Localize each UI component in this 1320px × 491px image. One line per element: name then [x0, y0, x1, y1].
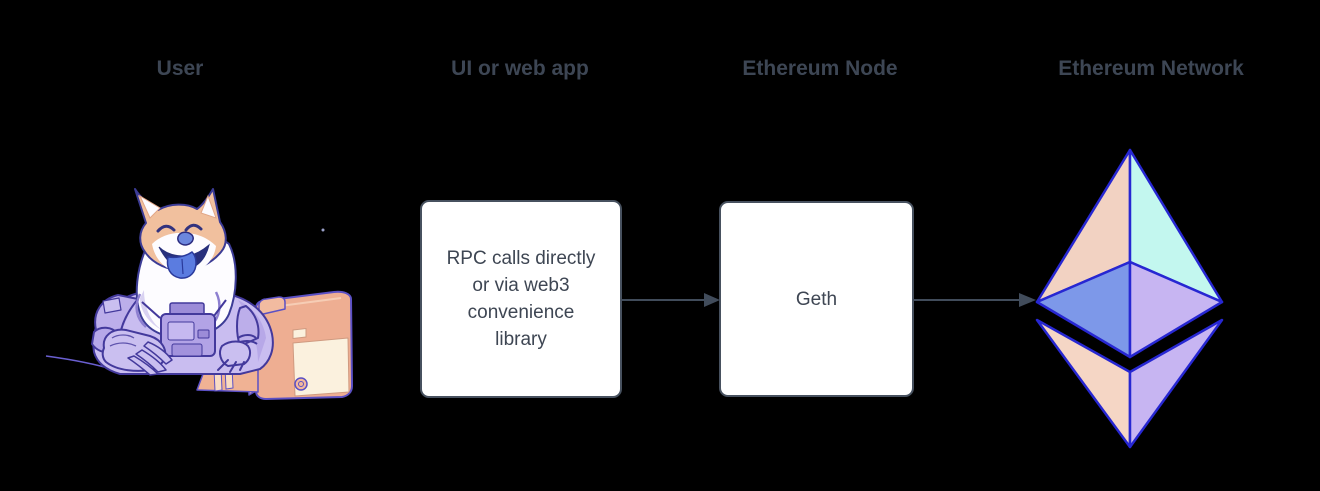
arrow-node-to-network	[913, 293, 1036, 307]
node-geth-label: Geth	[795, 288, 838, 310]
retro-computer-icon	[246, 290, 353, 400]
stray-dot	[321, 228, 325, 232]
column-heading-ethereum-node: Ethereum Node	[742, 57, 898, 80]
doge-astronaut	[91, 188, 274, 376]
node-rpc-calls-label: RPC calls directly or via web3 convenien…	[446, 248, 596, 350]
ethereum-diamond-logo	[1035, 148, 1224, 449]
column-heading-ethereum-network: Ethereum Network	[1058, 57, 1244, 80]
column-heading-ui-or-web-app: UI or web app	[451, 57, 589, 80]
column-heading-user: User	[156, 57, 204, 80]
doge-astronaut-at-computer-illustration	[45, 188, 353, 400]
node-rpc-calls: RPC calls directly or via web3 convenien…	[420, 200, 622, 398]
node-geth: Geth	[719, 201, 914, 397]
arrow-ui-to-node	[622, 293, 720, 307]
